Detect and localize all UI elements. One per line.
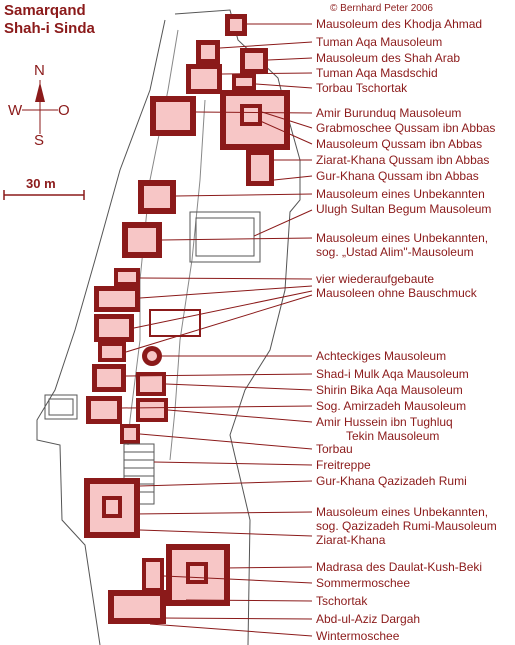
building-torbau bbox=[120, 424, 140, 444]
water-tank bbox=[44, 394, 78, 420]
map-label: Mausoleum eines Unbekannten bbox=[316, 187, 485, 201]
compass-north: N bbox=[34, 62, 45, 79]
building-qazizadeh-rumi bbox=[84, 478, 140, 538]
building-ustad-alim bbox=[122, 222, 162, 258]
compass-east: O bbox=[58, 102, 70, 119]
building-abd-ul-aziz bbox=[108, 590, 166, 624]
building-unbekannt-1 bbox=[138, 180, 176, 214]
map-label: sog. Qazizadeh Rumi-Mausoleum bbox=[316, 519, 497, 533]
map-label: Mausoleum eines Unbekannten, bbox=[316, 505, 489, 519]
building-madrasa bbox=[166, 544, 230, 606]
map-subtitle: Shah-i Sinda bbox=[4, 20, 95, 37]
map-label: Grabmoschee Qussam ibn Abbas bbox=[316, 121, 496, 135]
map-label: Gur-Khana Qussam ibn Abbas bbox=[316, 169, 479, 183]
map-label: Shad-i Mulk Aqa Mausoleum bbox=[316, 367, 469, 381]
map-label: Gur-Khana Qazizadeh Rumi bbox=[316, 474, 467, 488]
map-label: Freitreppe bbox=[316, 458, 371, 472]
map-label: vier wiederaufgebaute bbox=[316, 272, 435, 286]
compass-south: S bbox=[34, 132, 45, 149]
copyright-note: © Bernhard Peter 2006 bbox=[330, 3, 433, 14]
compass-west: W bbox=[8, 102, 23, 119]
leader-lines bbox=[121, 23, 313, 637]
building-tuman-aqa-masdschid bbox=[186, 64, 256, 94]
map-label: Shirin Bika Aqa Mausoleum bbox=[316, 383, 463, 397]
map-label: Madrasa des Daulat-Kush-Beki bbox=[316, 560, 483, 574]
map-label: Amir Hussein ibn Tughluq bbox=[316, 415, 453, 429]
map-label: Mausoleen ohne Bauschmuck bbox=[316, 286, 477, 300]
map-label: Tekin Mausoleum bbox=[346, 429, 440, 443]
map-label: Ulugh Sultan Begum Mausoleum bbox=[316, 202, 492, 216]
map-label: Mausoleum des Khodja Ahmad bbox=[316, 17, 483, 31]
scale-bar bbox=[3, 190, 85, 200]
map-label: Torbau bbox=[316, 442, 353, 456]
building-qussam-complex bbox=[220, 90, 290, 186]
map-label: Wintermoschee bbox=[316, 629, 400, 643]
map-label: Tuman Aqa Mausoleum bbox=[316, 35, 443, 49]
map-label: Sog. Amirzadeh Mausoleum bbox=[316, 399, 467, 413]
map-label: Abd-ul-Aziz Dargah bbox=[316, 612, 421, 626]
map-label: Mausoleum Qussam ibn Abbas bbox=[316, 137, 483, 151]
map-label: Ziarat-Khana bbox=[316, 533, 386, 547]
building-khodja-ahmad bbox=[225, 14, 247, 36]
map-label: sog. „Ustad Alim"-Mausoleum bbox=[316, 245, 474, 259]
building-amirzadeh bbox=[86, 396, 168, 424]
building-tuman-aqa bbox=[196, 40, 220, 64]
building-shad-i-mulk bbox=[92, 364, 166, 396]
building-shah-arab bbox=[240, 48, 268, 74]
building-wiederaufgebaut bbox=[94, 268, 140, 362]
map-label: Tuman Aqa Masdschid bbox=[316, 66, 438, 80]
map-label: Tschortak bbox=[316, 594, 368, 608]
site-boundary-west bbox=[36, 19, 166, 645]
map-title: Samarqand bbox=[4, 2, 86, 19]
map-label: Sommermoschee bbox=[316, 576, 411, 590]
building-amir-burunduq bbox=[150, 96, 196, 136]
scale-label: 30 m bbox=[26, 176, 56, 191]
map-label: Ziarat-Khana Qussam ibn Abbas bbox=[316, 153, 490, 167]
building-achteckig bbox=[142, 346, 162, 366]
map-label: Mausoleum des Shah Arab bbox=[316, 51, 461, 65]
courtyard-ulugh bbox=[189, 211, 261, 263]
inner-path-east bbox=[169, 99, 206, 461]
map-label: Achteckiges Mausoleum bbox=[316, 349, 447, 363]
building-sommermoschee bbox=[142, 558, 164, 592]
compass-icon bbox=[22, 80, 58, 134]
map-label: Mausoleum eines Unbekannten, bbox=[316, 231, 489, 245]
map-label: Amir Burunduq Mausoleum bbox=[316, 106, 462, 120]
map-label: Torbau Tschortak bbox=[316, 81, 408, 95]
